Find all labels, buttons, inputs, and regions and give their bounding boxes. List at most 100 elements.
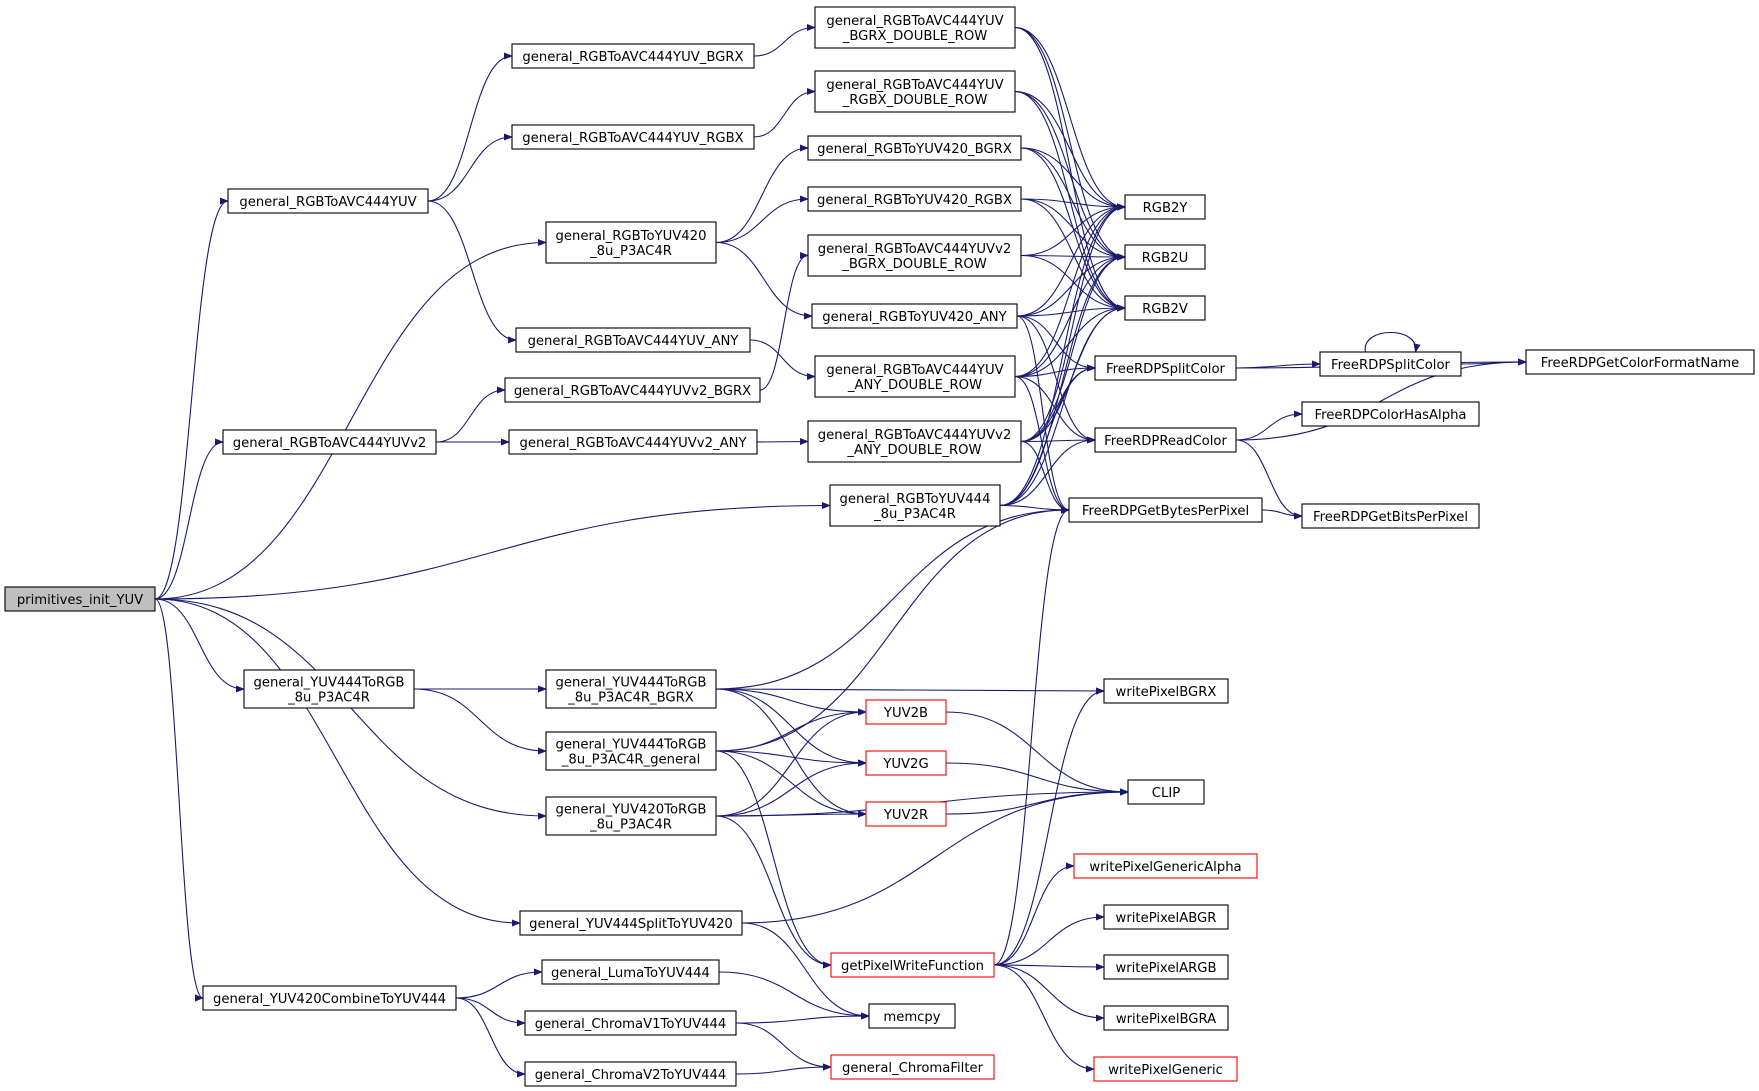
node-writePixelGenericAlpha[interactable]: writePixelGenericAlpha xyxy=(1073,853,1258,879)
node-FreeRDPSplitColor-2[interactable]: FreeRDPSplitColor xyxy=(1319,351,1462,377)
node-box[interactable] xyxy=(811,303,1018,329)
node-general-RGBToAVC444YUVv2[interactable]: general_RGBToAVC444YUVv2 xyxy=(222,429,437,455)
node-FreeRDPGetBitsPerPixel[interactable]: FreeRDPGetBitsPerPixel xyxy=(1301,503,1480,529)
node-box[interactable] xyxy=(807,234,1022,277)
node-general-ChromaFilter[interactable]: general_ChromaFilter xyxy=(830,1054,995,1080)
node-box[interactable] xyxy=(865,801,947,827)
node-box[interactable] xyxy=(1103,678,1229,704)
node-CLIP[interactable]: CLIP xyxy=(1127,779,1205,805)
node-box[interactable] xyxy=(524,1061,737,1087)
node-getPixelWriteFunction[interactable]: getPixelWriteFunction xyxy=(830,952,995,978)
node-box[interactable] xyxy=(865,750,947,776)
node-FreeRDPGetColorFormatName[interactable]: FreeRDPGetColorFormatName xyxy=(1525,349,1755,375)
node-general-RGBToAVC444YUV-BGRX-DOUBLE-ROW[interactable]: general_RGBToAVC444YUV_BGRX_DOUBLE_ROW xyxy=(814,6,1016,49)
node-general-RGBToAVC444YUVv2-BGRX[interactable]: general_RGBToAVC444YUVv2_BGRX xyxy=(504,377,761,403)
node-box[interactable] xyxy=(1301,401,1480,427)
node-general-YUV444SplitToYUV420[interactable]: general_YUV444SplitToYUV420 xyxy=(519,910,743,936)
node-box[interactable] xyxy=(1068,497,1263,523)
node-general-YUV444ToRGB-8u-P3AC4R-BGRX[interactable]: general_YUV444ToRGB_8u_P3AC4R_BGRX xyxy=(545,669,717,709)
node-FreeRDPGetBytesPerPixel[interactable]: FreeRDPGetBytesPerPixel xyxy=(1068,497,1263,523)
node-box[interactable] xyxy=(868,1003,956,1029)
node-box[interactable] xyxy=(830,952,995,978)
node-box[interactable] xyxy=(524,1010,737,1036)
node-box[interactable] xyxy=(814,70,1016,113)
node-general-YUV420ToRGB-8u-P3AC4R[interactable]: general_YUV420ToRGB_8u_P3AC4R xyxy=(545,796,717,836)
node-box[interactable] xyxy=(830,1054,995,1080)
node-box[interactable] xyxy=(1094,427,1237,453)
node-box[interactable] xyxy=(1093,1056,1238,1082)
node-YUV2R[interactable]: YUV2R xyxy=(865,801,947,827)
node-general-RGBToAVC444YUV-ANY[interactable]: general_RGBToAVC444YUV_ANY xyxy=(515,327,751,353)
node-general-LumaToYUV444[interactable]: general_LumaToYUV444 xyxy=(541,959,720,985)
node-box[interactable] xyxy=(807,186,1022,212)
node-box[interactable] xyxy=(511,124,755,150)
node-box[interactable] xyxy=(222,429,437,455)
node-box[interactable] xyxy=(1103,1005,1229,1031)
node-YUV2B[interactable]: YUV2B xyxy=(865,699,947,725)
node-primitives-init-YUV[interactable]: primitives_init_YUV xyxy=(4,586,156,612)
node-general-RGBToAVC444YUV-RGBX[interactable]: general_RGBToAVC444YUV_RGBX xyxy=(511,124,755,150)
node-box[interactable] xyxy=(4,586,156,612)
node-general-RGBToYUV420-ANY[interactable]: general_RGBToYUV420_ANY xyxy=(811,303,1018,329)
node-box[interactable] xyxy=(545,669,717,709)
node-general-ChromaV2ToYUV444[interactable]: general_ChromaV2ToYUV444 xyxy=(524,1061,737,1087)
node-FreeRDPColorHasAlpha[interactable]: FreeRDPColorHasAlpha xyxy=(1301,401,1480,427)
node-box[interactable] xyxy=(545,221,717,264)
node-general-RGBToYUV420-BGRX[interactable]: general_RGBToYUV420_BGRX xyxy=(807,135,1022,161)
node-box[interactable] xyxy=(1094,355,1237,381)
node-writePixelGeneric[interactable]: writePixelGeneric xyxy=(1093,1056,1238,1082)
node-general-RGBToYUV420-RGBX[interactable]: general_RGBToYUV420_RGBX xyxy=(807,186,1022,212)
node-memcpy[interactable]: memcpy xyxy=(868,1003,956,1029)
node-writePixelARGB[interactable]: writePixelARGB xyxy=(1103,954,1229,980)
node-box[interactable] xyxy=(1319,351,1462,377)
node-general-YUV444ToRGB-8u-P3AC4R-general[interactable]: general_YUV444ToRGB_8u_P3AC4R_general xyxy=(545,731,717,771)
node-general-RGBToAVC444YUV[interactable]: general_RGBToAVC444YUV xyxy=(227,188,429,214)
node-writePixelBGRX[interactable]: writePixelBGRX xyxy=(1103,678,1229,704)
node-box[interactable] xyxy=(243,669,415,709)
node-YUV2G[interactable]: YUV2G xyxy=(865,750,947,776)
node-RGB2U[interactable]: RGB2U xyxy=(1124,244,1206,270)
node-box[interactable] xyxy=(202,985,457,1011)
node-box[interactable] xyxy=(1127,779,1205,805)
node-box[interactable] xyxy=(515,327,751,353)
node-general-YUV420CombineToYUV444[interactable]: general_YUV420CombineToYUV444 xyxy=(202,985,457,1011)
node-box[interactable] xyxy=(541,959,720,985)
node-box[interactable] xyxy=(1103,954,1229,980)
node-general-RGBToYUV444-8u-P3AC4R[interactable]: general_RGBToYUV444_8u_P3AC4R xyxy=(829,484,1001,527)
node-box[interactable] xyxy=(814,6,1016,49)
node-box[interactable] xyxy=(1525,349,1755,375)
node-box[interactable] xyxy=(807,420,1022,463)
node-box[interactable] xyxy=(1301,503,1480,529)
node-box[interactable] xyxy=(1124,295,1206,321)
node-writePixelABGR[interactable]: writePixelABGR xyxy=(1103,904,1229,930)
node-general-RGBToAVC444YUVv2-ANY[interactable]: general_RGBToAVC444YUVv2_ANY xyxy=(508,429,758,455)
node-writePixelBGRA[interactable]: writePixelBGRA xyxy=(1103,1005,1229,1031)
node-general-RGBToAVC444YUV-ANY-DOUBLE-ROW[interactable]: general_RGBToAVC444YUV_ANY_DOUBLE_ROW xyxy=(814,355,1016,398)
node-box[interactable] xyxy=(227,188,429,214)
node-box[interactable] xyxy=(829,484,1001,527)
node-box[interactable] xyxy=(1103,904,1229,930)
node-general-RGBToAVC444YUVv2-ANY-DOUBLE-ROW[interactable]: general_RGBToAVC444YUVv2_ANY_DOUBLE_ROW xyxy=(807,420,1022,463)
node-general-RGBToYUV420-8u-P3AC4R[interactable]: general_RGBToYUV420_8u_P3AC4R xyxy=(545,221,717,264)
node-general-YUV444ToRGB-8u-P3AC4R[interactable]: general_YUV444ToRGB_8u_P3AC4R xyxy=(243,669,415,709)
node-RGB2Y[interactable]: RGB2Y xyxy=(1124,194,1206,220)
node-box[interactable] xyxy=(545,796,717,836)
node-FreeRDPSplitColor-1[interactable]: FreeRDPSplitColor xyxy=(1094,355,1237,381)
node-box[interactable] xyxy=(504,377,761,403)
node-box[interactable] xyxy=(519,910,743,936)
node-general-RGBToAVC444YUV-RGBX-DOUBLE-ROW[interactable]: general_RGBToAVC444YUV_RGBX_DOUBLE_ROW xyxy=(814,70,1016,113)
node-box[interactable] xyxy=(508,429,758,455)
node-box[interactable] xyxy=(545,731,717,771)
node-box[interactable] xyxy=(1124,194,1206,220)
node-box[interactable] xyxy=(1073,853,1258,879)
node-general-RGBToAVC444YUV-BGRX[interactable]: general_RGBToAVC444YUV_BGRX xyxy=(511,43,755,69)
node-box[interactable] xyxy=(511,43,755,69)
node-RGB2V[interactable]: RGB2V xyxy=(1124,295,1206,321)
node-FreeRDPReadColor[interactable]: FreeRDPReadColor xyxy=(1094,427,1237,453)
node-box[interactable] xyxy=(1124,244,1206,270)
node-box[interactable] xyxy=(814,355,1016,398)
node-general-RGBToAVC444YUVv2-BGRX-DOUBLE-ROW[interactable]: general_RGBToAVC444YUVv2_BGRX_DOUBLE_ROW xyxy=(807,234,1022,277)
node-general-ChromaV1ToYUV444[interactable]: general_ChromaV1ToYUV444 xyxy=(524,1010,737,1036)
node-box[interactable] xyxy=(865,699,947,725)
node-box[interactable] xyxy=(807,135,1022,161)
